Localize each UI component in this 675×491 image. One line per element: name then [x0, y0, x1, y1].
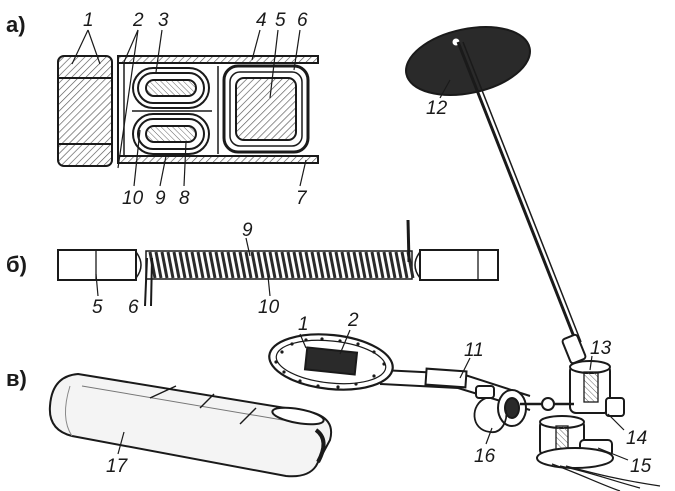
label-13: 13: [590, 338, 612, 359]
winding-turn: [166, 251, 175, 279]
winding-turn: [172, 251, 181, 279]
section-label-b: б): [6, 252, 27, 277]
winding-turn: [184, 251, 193, 279]
rod-right-end: [419, 249, 499, 281]
label-12: 12: [426, 98, 448, 119]
label-16: 16: [474, 446, 496, 467]
base-mechanism: [536, 360, 625, 469]
main-winding: [222, 64, 310, 154]
winding-turn: [232, 251, 241, 279]
winding-turn: [328, 251, 337, 279]
upper-coil: [132, 67, 210, 109]
label-2: 2: [132, 10, 144, 31]
winding-turn: [370, 251, 379, 279]
label-b9: 9: [242, 220, 253, 241]
winding-turn: [340, 251, 349, 279]
label-b5: 5: [92, 297, 103, 318]
winding-turn: [292, 251, 301, 279]
label-6: 6: [297, 10, 308, 31]
winding-turn: [334, 251, 343, 279]
winding-turn: [400, 251, 409, 279]
label-17: 17: [106, 456, 129, 477]
label-10: 10: [122, 188, 144, 209]
winding-turn: [346, 251, 355, 279]
section-b-wound-rod: [57, 219, 499, 307]
winding-turn: [202, 251, 211, 279]
end-cap-part: [57, 55, 113, 167]
part-labels: 1 2 3 4 5 6 10 9 8 7 5 6 9 10 1 2 11 12 …: [83, 10, 652, 477]
label-9: 9: [155, 188, 166, 209]
winding-turn: [376, 251, 385, 279]
label-15: 15: [630, 456, 652, 477]
top-disc: [405, 26, 531, 96]
bottom-wall: [117, 155, 319, 164]
label-8: 8: [179, 188, 190, 209]
winding-turn: [244, 251, 253, 279]
winding-turn: [256, 251, 265, 279]
winding-turn: [298, 251, 307, 279]
label-7: 7: [296, 188, 308, 209]
sensor-plate: [303, 346, 359, 376]
winding-turn: [304, 251, 313, 279]
winding-turn: [196, 251, 205, 279]
winding-turn: [394, 251, 403, 279]
lower-coil: [132, 113, 210, 155]
winding-turn: [388, 251, 397, 279]
winding-turn: [226, 251, 235, 279]
winding-turn: [310, 251, 319, 279]
winding-turn: [214, 251, 223, 279]
label-11: 11: [464, 340, 484, 361]
section-label-a: а): [6, 12, 26, 37]
winding-turn: [190, 251, 199, 279]
winding-turn: [154, 251, 163, 279]
winding-turn: [238, 251, 247, 279]
section-c-assembly: [268, 26, 661, 491]
label-1: 1: [83, 10, 94, 31]
winding-turn: [316, 251, 325, 279]
hinge-clamp: [473, 385, 574, 433]
leader-lines: [71, 29, 629, 461]
coil-winding: [148, 251, 415, 279]
label-3: 3: [158, 10, 169, 31]
winding-turn: [274, 251, 283, 279]
label-v1: 1: [298, 314, 309, 335]
winding-turn: [364, 251, 373, 279]
rod-left-end: [57, 249, 137, 281]
winding-turn: [322, 251, 331, 279]
label-v2: 2: [347, 310, 359, 331]
winding-turn: [250, 251, 259, 279]
sleeve-part: [48, 372, 332, 478]
section-markers: а) б) в): [6, 12, 27, 391]
label-5: 5: [275, 10, 286, 31]
winding-turn: [160, 251, 169, 279]
winding-turn: [262, 251, 271, 279]
winding-turn: [178, 251, 187, 279]
label-14: 14: [626, 428, 647, 449]
winding-turn: [268, 251, 277, 279]
section-label-v: в): [6, 366, 27, 391]
label-b6: 6: [128, 297, 139, 318]
label-b10: 10: [258, 297, 280, 318]
label-4: 4: [256, 10, 267, 31]
section-a-cross-section: [57, 55, 319, 167]
winding-turn: [220, 251, 229, 279]
winding-turn: [382, 251, 391, 279]
winding-turn: [358, 251, 367, 279]
winding-turn: [286, 251, 295, 279]
winding-turn: [208, 251, 217, 279]
winding-turn: [280, 251, 289, 279]
top-wall: [117, 55, 319, 64]
winding-turn: [352, 251, 361, 279]
